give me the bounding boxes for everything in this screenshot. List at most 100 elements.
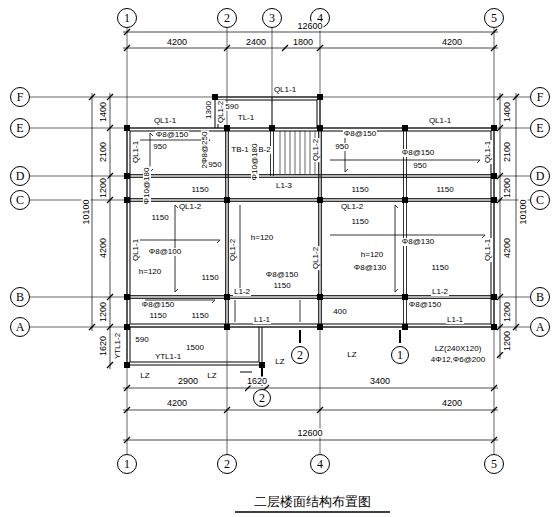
dimension-text: 1400: [99, 101, 108, 123]
rebar-mark: [395, 205, 398, 292]
dimension-text: 4200: [441, 399, 463, 408]
axis-line: [320, 28, 321, 454]
axis-label: B: [16, 291, 24, 303]
beam-label: 1150: [190, 312, 209, 320]
beam-label: h=120: [250, 234, 274, 242]
beam-label: QL1-1: [484, 140, 492, 164]
axis-label: 5: [491, 12, 497, 24]
axis-line: [272, 28, 273, 128]
dimension-line: [500, 93, 501, 359]
wall-outline: [127, 97, 494, 365]
title-underline: [235, 511, 390, 513]
section-mark: [399, 330, 401, 343]
beam-label: Φ8@130: [401, 238, 435, 246]
beam-label: LZ: [139, 372, 150, 380]
stair-tread: [285, 131, 286, 174]
axis-line: [227, 28, 228, 454]
beam-label: h=120: [360, 251, 384, 259]
beam-label: 590: [134, 336, 149, 344]
dimension-text: 4200: [99, 237, 108, 259]
axis-label: C: [16, 194, 24, 206]
axis-label: 2: [259, 392, 265, 404]
wall-outline: [127, 327, 262, 365]
axis-bubble: F: [530, 87, 550, 107]
dimension-text: 1200: [503, 301, 512, 323]
beam-label: Φ10@180: [251, 143, 259, 182]
section-callout: 2: [291, 346, 309, 364]
beam-label: LZ: [346, 351, 357, 359]
beam-label: 950: [207, 161, 222, 169]
stair-tread: [280, 131, 281, 174]
beam-label: 1150: [150, 214, 169, 222]
rebar-mark: [345, 133, 348, 172]
dimension-text: 1200: [503, 177, 512, 199]
wall-outline: [215, 97, 320, 128]
stair-tread: [280, 131, 315, 174]
beam-label: QL1-1: [132, 238, 140, 262]
beam-label: Φ8@150: [401, 149, 435, 157]
beam-label: Φ8@130: [353, 264, 387, 272]
beam-label: Φ8@150: [155, 131, 189, 139]
dimension-text: 12600: [296, 22, 323, 31]
beam-label: TL-1: [237, 114, 255, 122]
beam-label: QL1-2: [312, 246, 320, 270]
stair-tread: [310, 131, 311, 174]
beam-label: h=120: [138, 268, 162, 276]
dimension-text: 1800: [292, 38, 314, 47]
beam-label: Φ8@150: [265, 271, 299, 279]
axis-line: [494, 28, 495, 454]
dimension-text: 3400: [369, 377, 391, 386]
beam-label: Φ8@100: [148, 248, 182, 256]
axis-label: B: [536, 291, 544, 303]
dimension-text: 1200: [503, 330, 512, 352]
dimension-text: 1620: [99, 335, 108, 357]
axis-bubble: 2: [217, 454, 237, 474]
beam-label: Φ10@180: [143, 167, 151, 206]
dimension-line: [123, 48, 498, 49]
dimension-text: 4200: [441, 38, 463, 47]
beam-label: L1-2: [233, 288, 251, 296]
axis-bubble: C: [10, 190, 30, 210]
axis-label: 1: [124, 458, 130, 470]
dimension-line: [123, 410, 498, 411]
beam-label: LZ(240X120): [434, 345, 483, 353]
beam-label: 4Φ12,Φ6@200: [430, 356, 486, 364]
dimension-line: [123, 388, 498, 389]
axis-bubble: 3: [262, 8, 282, 28]
beam-label: 1150: [350, 218, 369, 226]
beam-label: LZ: [206, 372, 217, 380]
dimension-text: 4200: [166, 399, 188, 408]
dimension-text: 1200: [99, 301, 108, 323]
dimension-text: 10100: [82, 198, 91, 225]
section-callout: 2: [253, 389, 271, 407]
dimension-text: 1620: [246, 377, 268, 386]
dimension-line: [516, 93, 517, 331]
section-callout: 1: [391, 346, 409, 364]
axis-bubble: 5: [484, 454, 504, 474]
beam-label: 1150: [272, 282, 291, 290]
dimension-text: 2900: [177, 377, 199, 386]
beam-label: QL1-2: [178, 203, 202, 211]
axis-label: 1: [124, 12, 130, 24]
dimension-text: 12600: [296, 429, 323, 438]
beam-label: 1150: [435, 186, 454, 194]
beam-label: QL1-1: [132, 140, 140, 164]
beam-label: QL1-1: [428, 117, 452, 125]
axis-label: D: [536, 170, 545, 182]
beam-label: 1150: [430, 264, 449, 272]
axis-label: E: [16, 122, 23, 134]
axis-label: 2: [224, 458, 230, 470]
axis-label: D: [16, 170, 25, 182]
dimension-line: [497, 352, 503, 358]
beam-label: Φ8@150: [141, 301, 175, 309]
axis-label: E: [536, 122, 543, 134]
axis-bubble: A: [10, 317, 30, 337]
axis-bubble: D: [10, 166, 30, 186]
axis-line: [30, 128, 530, 129]
beam-label: 590: [224, 103, 239, 111]
drawing-title: 二层楼面结构布置图: [254, 495, 371, 509]
beam-label: TB-1: [230, 146, 249, 154]
dimension-line: [282, 45, 288, 51]
